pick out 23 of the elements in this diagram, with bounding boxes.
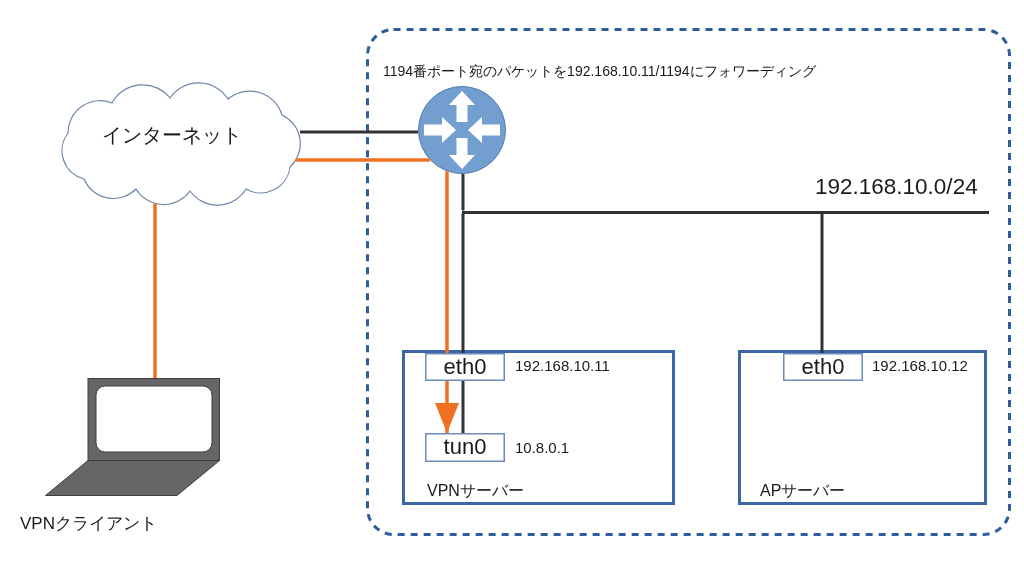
connection-line — [300, 130, 419, 134]
connection-line — [461, 213, 465, 353]
server-label: VPNサーバー — [427, 482, 524, 501]
connection-line — [153, 203, 157, 378]
arrow — [435, 381, 459, 433]
connection-line — [295, 158, 430, 162]
ip-address: 10.8.0.1 — [515, 439, 570, 457]
ip-address: 192.168.10.12 — [872, 357, 968, 375]
server-box — [738, 350, 987, 505]
interface-name: eth0 — [443, 354, 487, 380]
interface-name: eth0 — [801, 354, 845, 380]
connection-line — [461, 174, 465, 211]
ip-address: 192.168.10.11 — [515, 357, 610, 375]
subnet-label: 192.168.10.0/24 — [815, 174, 978, 200]
connection-line — [461, 381, 465, 433]
server-box — [402, 350, 675, 505]
device-label: VPNクライアント — [20, 514, 157, 534]
cloud-label: インターネット — [102, 124, 242, 147]
server-label: APサーバー — [760, 482, 846, 501]
connection-line — [445, 171, 449, 353]
connection-line — [820, 213, 824, 353]
annotation-text: 1194番ポート宛のパケットを192.168.10.11/1194にフォワーディング — [383, 63, 816, 80]
interface-name: tun0 — [443, 434, 487, 460]
